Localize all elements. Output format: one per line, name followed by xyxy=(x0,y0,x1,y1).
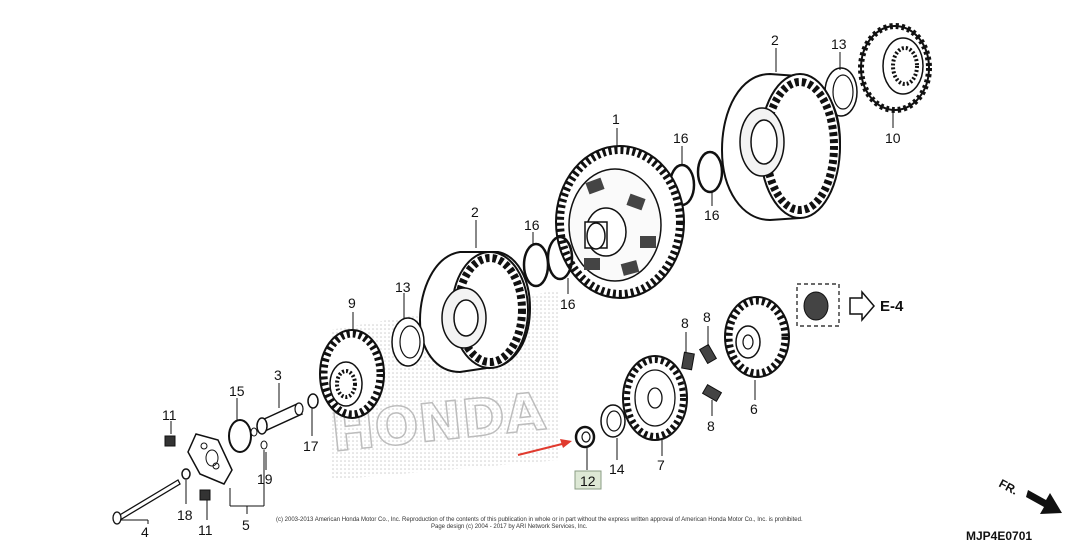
callout-18[interactable]: 18 xyxy=(177,507,193,523)
part-19-dowel-pins[interactable] xyxy=(250,427,268,450)
part-17-o-ring[interactable] xyxy=(307,393,319,409)
callout-13-lower[interactable]: 13 xyxy=(395,279,411,295)
part-8-spring-left[interactable] xyxy=(681,351,695,371)
part-6-gear[interactable] xyxy=(724,296,790,378)
callout-16-upper-left[interactable]: 16 xyxy=(673,130,689,146)
callout-8-left[interactable]: 8 xyxy=(681,315,689,331)
part-11-bolt-upper[interactable] xyxy=(164,435,176,447)
part-12-washer[interactable] xyxy=(574,425,596,449)
e4-reference[interactable]: E-4 xyxy=(796,283,904,327)
callout-11-lower[interactable]: 11 xyxy=(198,522,213,538)
callout-2-lower[interactable]: 2 xyxy=(471,204,479,220)
callout-16-lower-right[interactable]: 16 xyxy=(560,296,576,312)
callout-2-upper[interactable]: 2 xyxy=(771,32,779,48)
callout-4[interactable]: 4 xyxy=(141,524,149,540)
callout-11-upper[interactable]: 11 xyxy=(162,407,177,423)
part-9-gear[interactable] xyxy=(319,329,385,419)
callout-1[interactable]: 1 xyxy=(612,111,620,127)
part-8-spring-lower[interactable] xyxy=(701,383,723,403)
callout-16-upper-right[interactable]: 16 xyxy=(704,207,720,223)
callout-12-highlight-box xyxy=(574,470,602,490)
callout-9[interactable]: 9 xyxy=(348,295,356,311)
front-arrow-icon xyxy=(1026,490,1062,514)
callout-3[interactable]: 3 xyxy=(274,367,282,383)
part-8-spring-middle[interactable] xyxy=(698,343,718,365)
part-11-bolt-lower[interactable] xyxy=(199,489,211,501)
part-18-washer[interactable] xyxy=(181,468,191,480)
copyright-line-1: (c) 2003-2013 American Honda Motor Co., … xyxy=(276,517,803,523)
part-1-primary-driven-gear[interactable] xyxy=(555,145,685,299)
part-4-long-pin[interactable] xyxy=(112,479,181,525)
callout-13-upper[interactable]: 13 xyxy=(831,36,847,52)
callout-16-lower-left[interactable]: 16 xyxy=(524,217,540,233)
callout-12[interactable]: 12 xyxy=(580,473,596,489)
reference-dashed-box xyxy=(796,283,840,327)
part-16-o-ring-lower-right[interactable] xyxy=(546,235,574,281)
arrow-right-icon xyxy=(849,289,875,323)
part-5-cover-plate[interactable] xyxy=(187,433,233,485)
copyright-line-2: Page design (c) 2004 - 2017 by ARI Netwo… xyxy=(431,524,588,530)
callout-17[interactable]: 17 xyxy=(303,438,319,454)
part-2-clutch-outer-upper[interactable] xyxy=(720,72,842,222)
part-16-o-ring-lower-left[interactable] xyxy=(522,242,550,288)
front-label: FR. xyxy=(997,476,1021,497)
part-16-o-ring-upper-right[interactable] xyxy=(696,150,724,194)
callout-5[interactable]: 5 xyxy=(242,517,250,533)
part-7-gear-plate[interactable] xyxy=(622,355,688,441)
part-3-shaft[interactable] xyxy=(256,402,304,435)
callout-15[interactable]: 15 xyxy=(229,383,245,399)
diagram-code: MJP4E0701 xyxy=(966,529,1032,543)
leader-lines xyxy=(120,48,894,524)
part-13-washer-lower[interactable] xyxy=(391,317,425,367)
callout-7[interactable]: 7 xyxy=(657,457,665,473)
callout-6[interactable]: 6 xyxy=(750,401,758,417)
callout-19[interactable]: 19 xyxy=(257,471,273,487)
reference-gear-icon xyxy=(803,291,829,321)
callout-14[interactable]: 14 xyxy=(609,461,625,477)
front-direction-indicator: FR. xyxy=(997,476,1062,514)
part-2-clutch-outer-lower[interactable] xyxy=(418,251,532,374)
callouts: 1 2 2 3 4 5 6 7 8 8 8 9 10 11 11 12 13 1… xyxy=(141,32,901,540)
reference-label: E-4 xyxy=(880,298,904,315)
callout-8-lower[interactable]: 8 xyxy=(707,418,715,434)
part-14-washer[interactable] xyxy=(600,404,626,438)
callout-8-right[interactable]: 8 xyxy=(703,309,711,325)
callout-10[interactable]: 10 xyxy=(885,130,901,146)
highlight-arrow xyxy=(517,439,572,456)
part-15-o-ring[interactable] xyxy=(228,419,252,453)
part-10-hub[interactable] xyxy=(858,23,932,113)
